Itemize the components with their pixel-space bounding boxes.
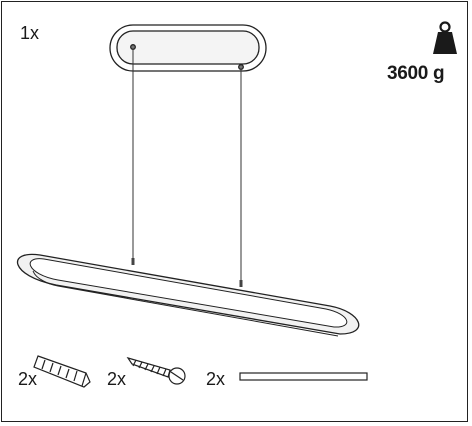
screw-icon (126, 356, 186, 385)
weight-value: 3600 g (387, 63, 445, 84)
wall-plug-icon (33, 355, 91, 388)
strip-icon (239, 372, 368, 381)
screw-quantity: 2x (107, 369, 127, 389)
strip-quantity: 2x (206, 369, 226, 389)
lamp-panel (16, 253, 360, 337)
weight-icon (433, 21, 457, 54)
ceiling-canopy (109, 24, 267, 72)
lamp-quantity: 1x (20, 23, 40, 43)
wall-plug-quantity: 2x (18, 369, 38, 389)
suspension-cables (132, 49, 242, 285)
cable-clamps (131, 258, 243, 287)
